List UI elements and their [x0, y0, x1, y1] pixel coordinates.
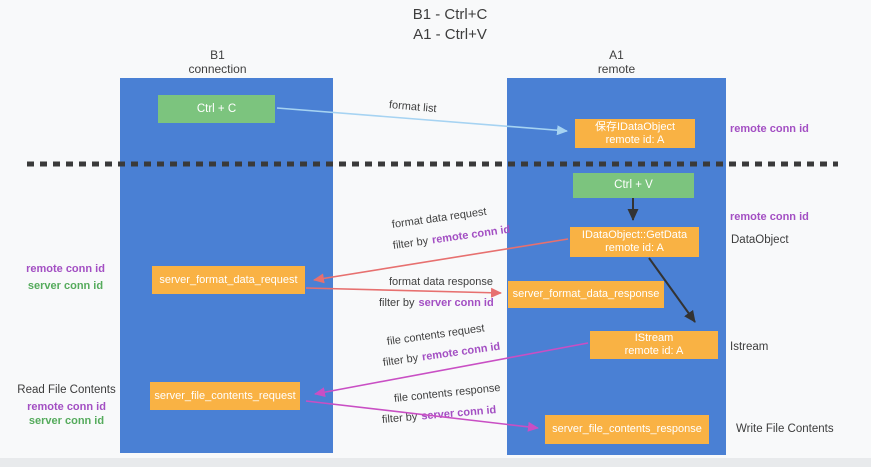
diagram-title: B1 - Ctrl+C A1 - Ctrl+V: [335, 5, 565, 45]
server-conn-id-annotation-left: server conn id: [27, 280, 104, 292]
format-data-response-arrow: [305, 287, 502, 298]
title-line-1: B1 - Ctrl+C: [412, 6, 488, 23]
lifeline-b1-subtitle: connection: [188, 62, 247, 76]
server-file-contents-request-box: server_file_contents_request: [150, 382, 300, 410]
save-dataobject-box: 保存IDataObject remote id: A: [575, 119, 695, 148]
ctrl-v-box: Ctrl + V: [573, 173, 694, 198]
lifeline-a1-header: A1 remote: [507, 48, 726, 76]
server-file-contents-response-box: server_file_contents_response: [545, 415, 709, 444]
remote-conn-id-text: remote conn id: [421, 340, 501, 364]
bottom-edge-strip: [0, 458, 871, 467]
lifeline-a1-name: A1: [609, 48, 624, 62]
istream-box: IStream remote id: A: [590, 331, 718, 359]
format-data-request-label: format data request: [391, 205, 488, 231]
istream-line1: IStream: [634, 332, 674, 344]
filter-by-text: filter by: [381, 410, 418, 426]
getdata-line1: IDataObject::GetData: [581, 229, 688, 241]
lifeline-b1-name: B1: [210, 48, 225, 62]
server-format-data-response-label: server_format_data_response: [512, 288, 660, 300]
ctrl-c-label: Ctrl + C: [196, 102, 237, 115]
server-conn-id-text: server conn id: [418, 297, 494, 309]
server-file-contents-response-label: server_file_contents_response: [552, 423, 702, 435]
server-conn-id-annotation-left-2: server conn id: [28, 415, 105, 427]
conn-id-annotation-group-1: remote conn id server conn id: [18, 261, 113, 295]
remote-conn-id-annotation-2: remote conn id: [730, 211, 809, 223]
server-format-data-request-box: server_format_data_request: [152, 266, 305, 294]
write-file-contents-annotation: Write File Contents: [736, 423, 834, 435]
istream-line2: remote id: A: [624, 345, 684, 357]
istream-annotation: Istream: [730, 341, 769, 353]
file-contents-response-label: file contents response: [393, 381, 502, 405]
remote-conn-id-annotation-left: remote conn id: [26, 263, 105, 275]
read-file-contents-group: Read File Contents remote conn id server…: [14, 383, 119, 428]
title-line-2: A1 - Ctrl+V: [413, 26, 487, 43]
filter-by-text: filter by: [379, 297, 415, 309]
format-list-label: format list: [388, 99, 438, 116]
lifeline-a1-subtitle: remote: [597, 62, 636, 76]
format-data-response-label: format data response: [389, 276, 493, 288]
ctrl-c-box: Ctrl + C: [158, 95, 275, 123]
read-file-contents-annotation: Read File Contents: [17, 384, 116, 396]
server-format-data-response-box: server_format_data_response: [508, 281, 664, 308]
save-dataobject-line1: 保存IDataObject: [594, 120, 676, 133]
remote-conn-id-text: remote conn id: [431, 223, 511, 247]
dataobject-annotation: DataObject: [731, 234, 789, 246]
getdata-box: IDataObject::GetData remote id: A: [570, 227, 699, 257]
server-file-contents-request-label: server_file_contents_request: [154, 389, 296, 402]
remote-conn-id-annotation-left-2: remote conn id: [27, 401, 106, 413]
filter-by-text: filter by: [382, 352, 419, 369]
lifeline-b1-header: B1 connection: [120, 48, 315, 76]
filter-by-text: filter by: [392, 235, 429, 252]
ctrl-v-label: Ctrl + V: [614, 179, 653, 191]
getdata-line2: remote id: A: [605, 242, 664, 254]
server-format-data-request-label: server_format_data_request: [159, 273, 298, 286]
remote-conn-id-annotation-1: remote conn id: [730, 123, 809, 135]
server-conn-id-text: server conn id: [420, 404, 497, 423]
save-dataobject-line2: remote id: A: [605, 133, 665, 146]
